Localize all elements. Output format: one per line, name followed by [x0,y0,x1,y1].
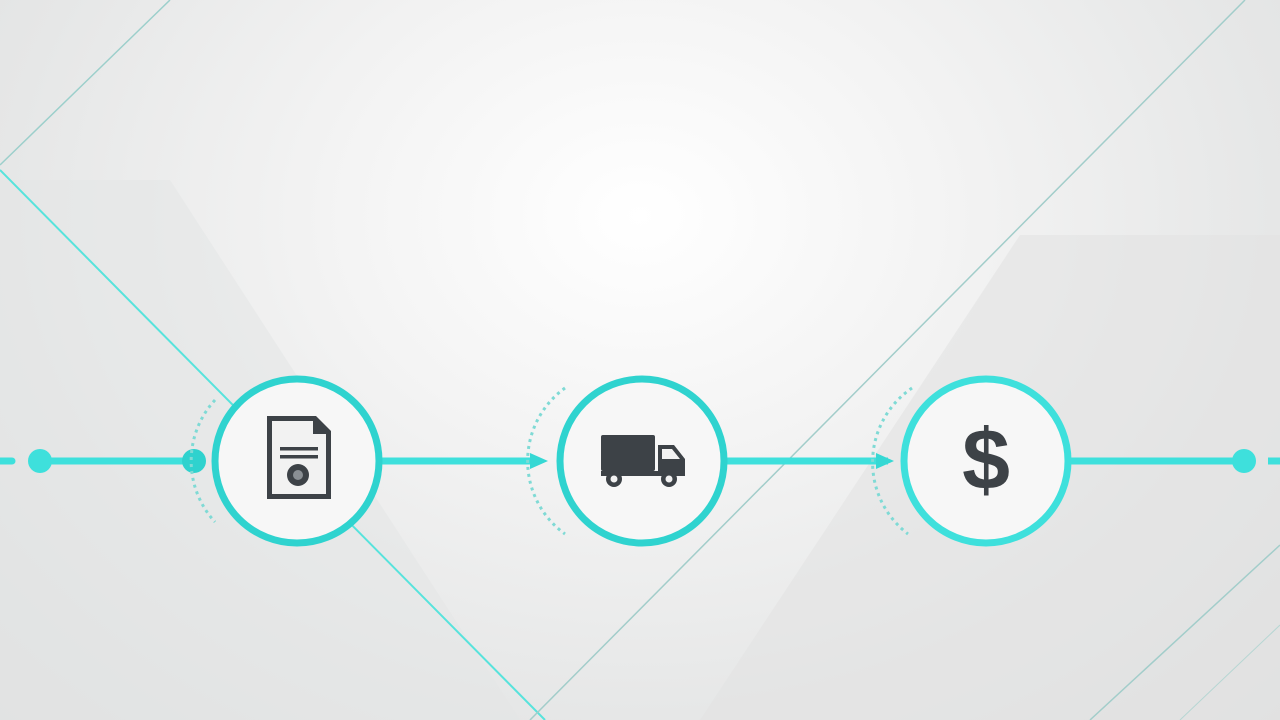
dash-arc [526,386,566,536]
connector-node [28,449,52,473]
guide-line [1089,544,1280,720]
dash-arc [871,386,913,536]
guide-line [1179,624,1280,720]
step-2-truck[interactable] [556,375,728,547]
step-circle [900,375,1072,547]
connector-arrow [530,453,548,469]
guide-line [529,0,1246,720]
flow-connectors [0,449,1280,473]
step-1-document[interactable] [211,375,383,547]
step-3-payment[interactable]: $ [900,375,1072,547]
connector-node [1232,449,1256,473]
document-icon [267,416,331,499]
decorative-dashes [189,386,913,536]
guide-line [0,0,171,166]
truck-icon [601,435,685,487]
connector-arrow [876,453,894,469]
dollar-sign-icon: $ [962,412,1010,508]
connector-node [182,449,206,473]
